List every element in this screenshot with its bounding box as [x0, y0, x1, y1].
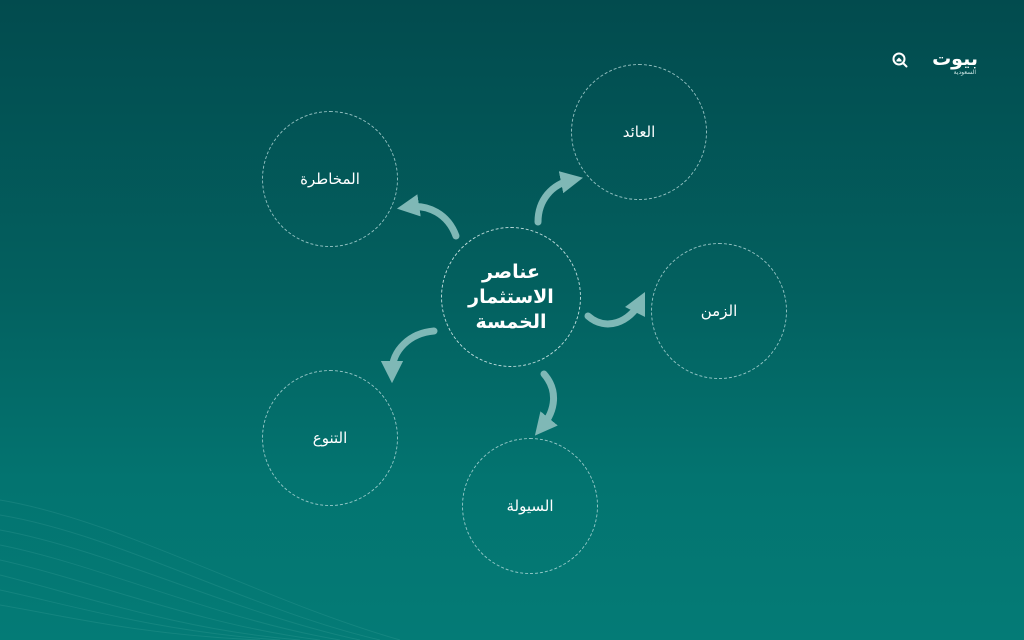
center-title: عناصر الاستثمار الخمسة: [456, 260, 566, 335]
center-title-line: عناصر: [481, 260, 541, 283]
center-title-line: الخمسة: [475, 310, 547, 333]
arrow-to-return: [534, 171, 583, 226]
arrow-to-risk: [396, 194, 460, 240]
house-search-icon: [892, 52, 908, 68]
node-liquidity: السيولة: [462, 438, 598, 574]
node-risk: المخاطرة: [262, 111, 398, 247]
arrow-to-liquidity: [534, 370, 558, 436]
arrow-to-time: [584, 291, 646, 328]
brand-subtitle: السعودية: [953, 69, 976, 76]
arrow-to-diversification: [380, 327, 438, 384]
node-label: السيولة: [506, 497, 554, 515]
node-label: الزمن: [700, 302, 738, 320]
node-return: العائد: [571, 64, 707, 200]
node-diversification: التنوع: [262, 370, 398, 506]
node-label: التنوع: [312, 429, 348, 447]
node-label: العائد: [622, 123, 656, 141]
brand-logo[interactable]: بيوت السعودية: [892, 48, 978, 82]
center-title-line: الاستثمار: [468, 285, 554, 308]
node-label: المخاطرة: [300, 170, 360, 188]
node-time: الزمن: [651, 243, 787, 379]
brand-name: بيوت: [932, 48, 978, 70]
center-node: عناصر الاستثمار الخمسة: [441, 227, 581, 367]
